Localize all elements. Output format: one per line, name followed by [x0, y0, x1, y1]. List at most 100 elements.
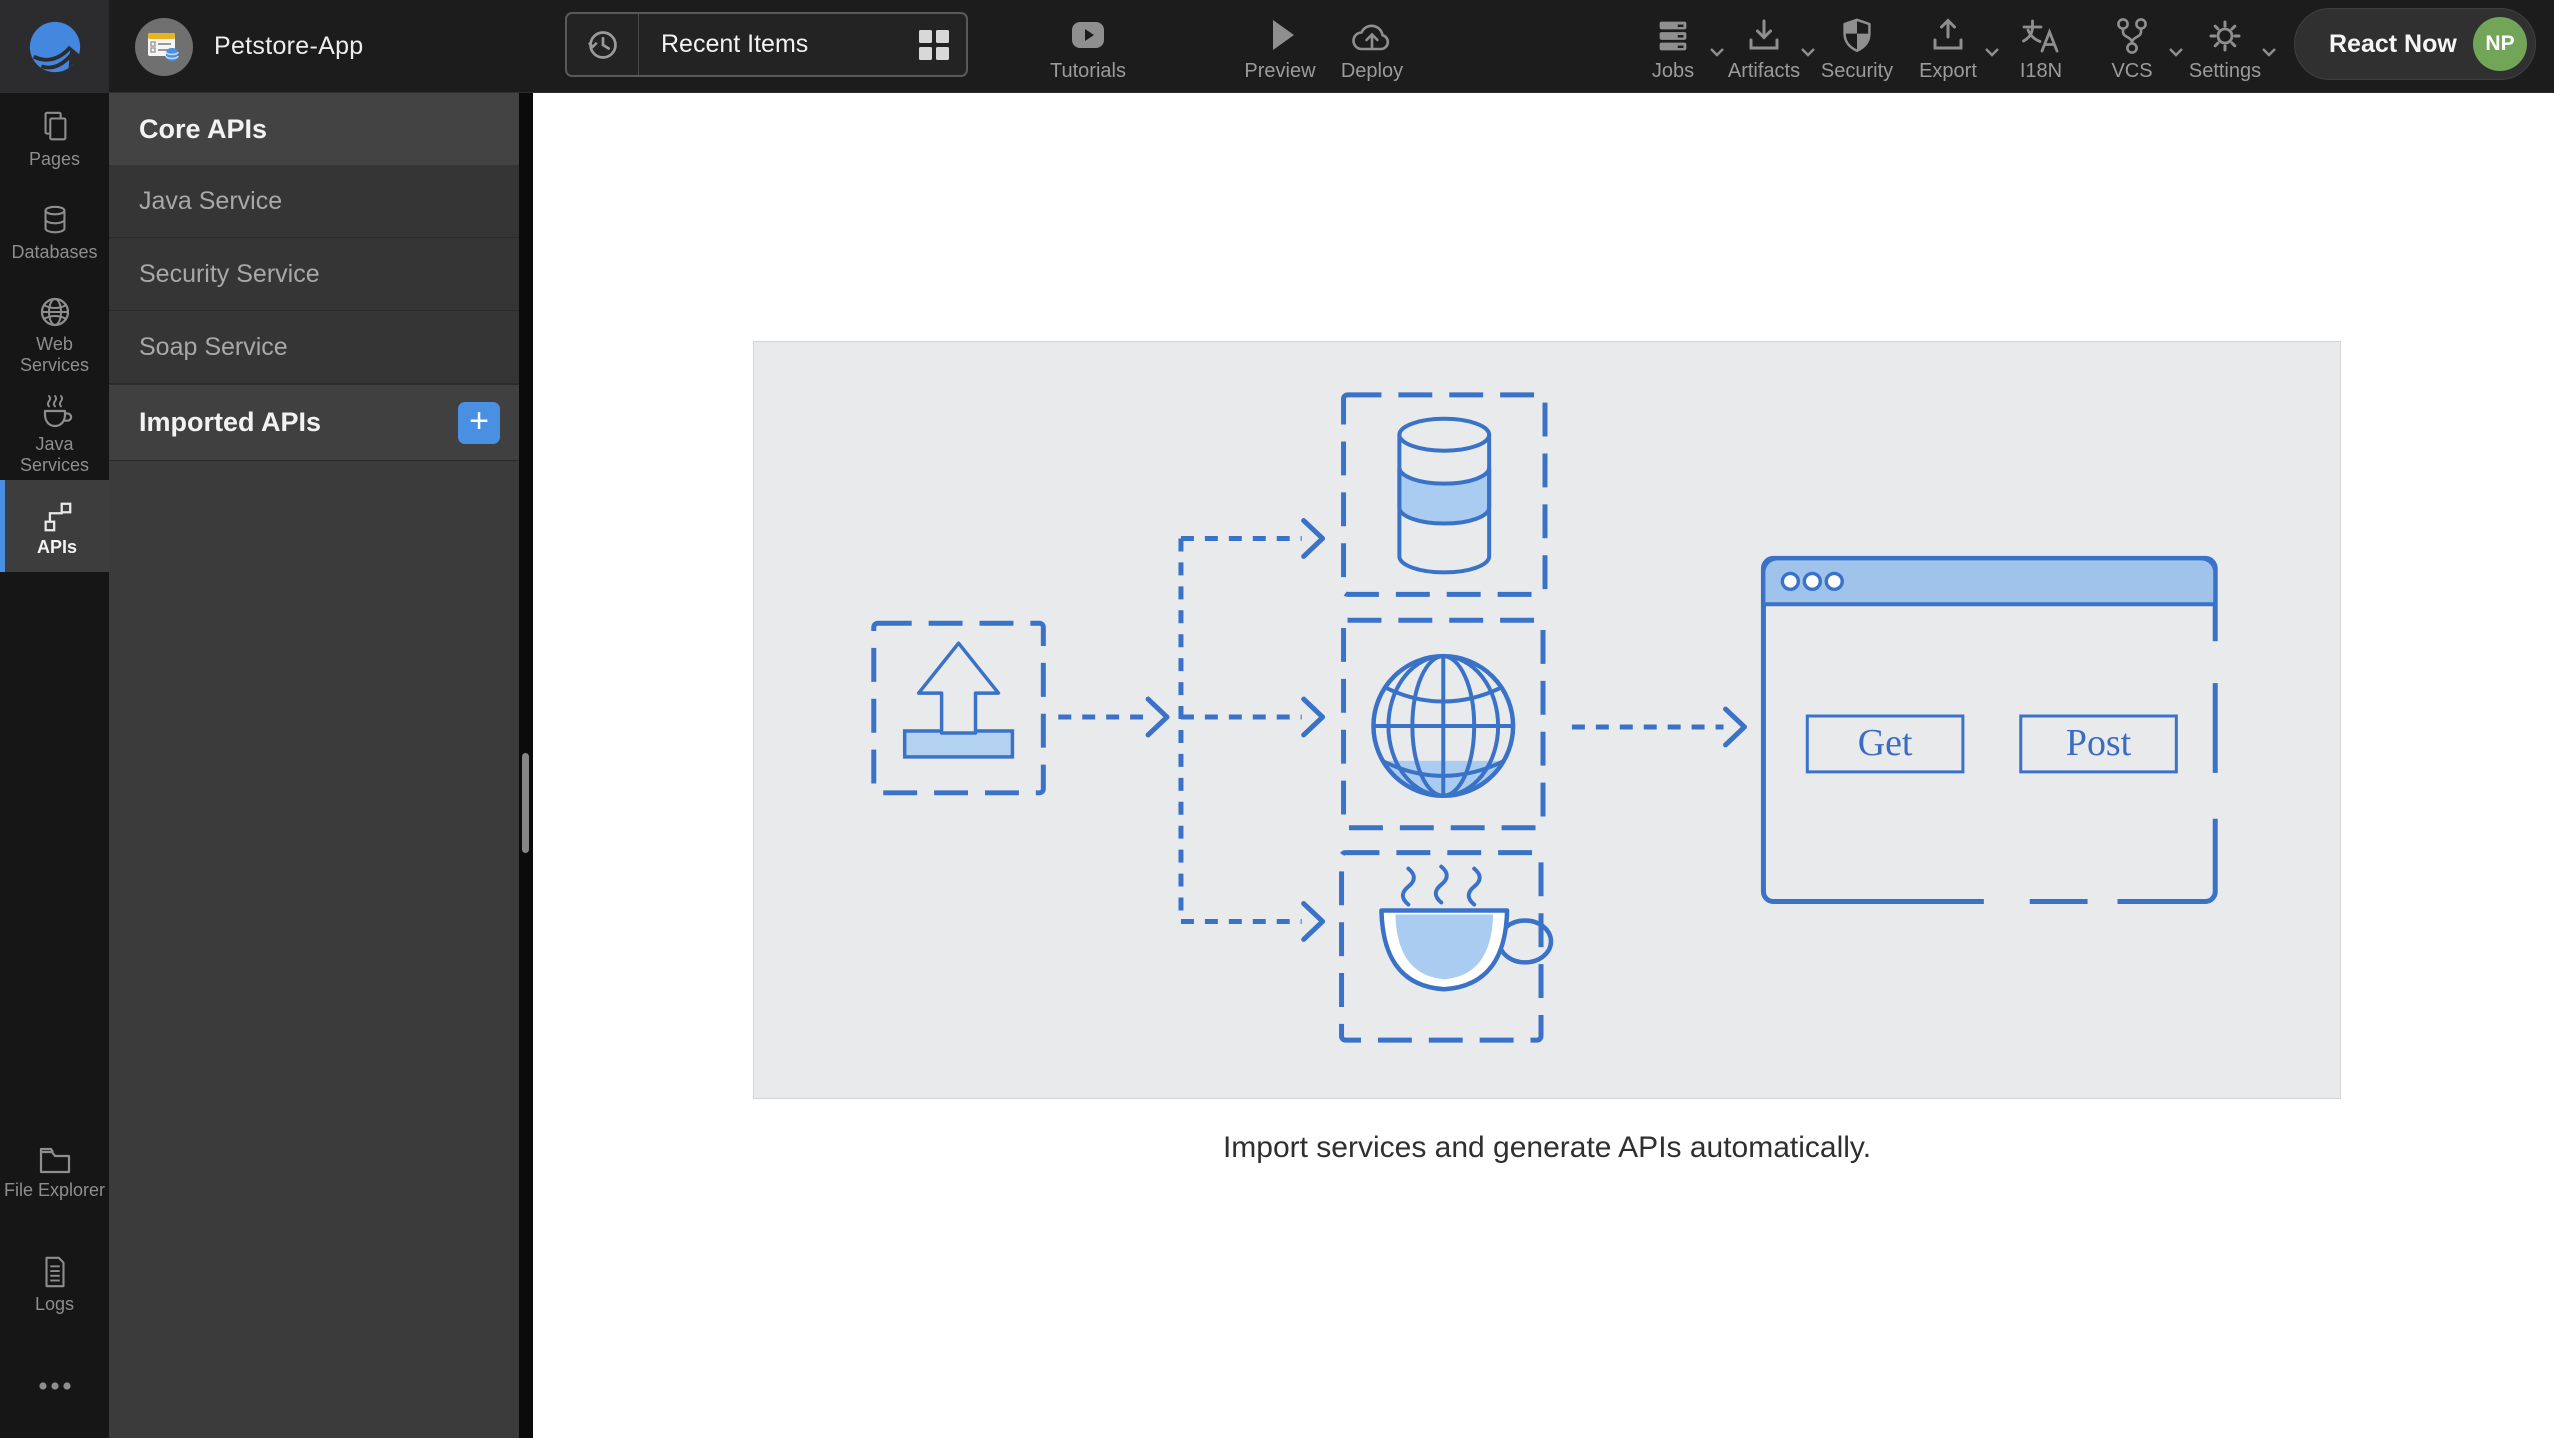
core-apis-title: Core APIs	[139, 113, 268, 144]
scrollbar-thumb[interactable]	[522, 753, 529, 853]
sidebar-item-label: Logs	[34, 1294, 75, 1314]
tutorials-label: Tutorials	[1050, 60, 1126, 82]
list-item-java-service[interactable]: Java Service	[109, 165, 519, 238]
tutorials-button[interactable]: Tutorials	[1045, 10, 1131, 83]
window-dot-icon	[1780, 571, 1801, 592]
security-button[interactable]: Security	[1814, 10, 1900, 83]
sidebar-more-button[interactable]	[0, 1378, 109, 1418]
export-chevron-down-icon	[1985, 44, 1999, 62]
recent-items-label: Recent Items	[661, 30, 809, 58]
main-content: Get Post Import services and generate AP…	[533, 93, 2554, 1438]
jobs-label: Jobs	[1651, 60, 1695, 82]
deploy-cloud-icon	[1329, 10, 1415, 56]
logs-document-icon	[44, 1256, 65, 1288]
sidebar-item-label: Java Services	[19, 434, 90, 476]
sidebar-item-web-services[interactable]: Web Services	[0, 293, 109, 389]
security-shield-icon	[1814, 10, 1900, 56]
artifacts-label: Artifacts	[1727, 60, 1801, 82]
api-import-diagram: Get Post	[753, 341, 2341, 1099]
web-globe-icon	[1371, 653, 1516, 799]
artifacts-button[interactable]: Artifacts	[1721, 10, 1815, 83]
recent-items-dropdown[interactable]: Recent Items	[565, 12, 968, 77]
jobs-icon	[1630, 10, 1716, 56]
preview-label: Preview	[1244, 60, 1316, 82]
preview-button[interactable]: Preview	[1237, 10, 1323, 83]
list-item-soap-service[interactable]: Soap Service	[109, 311, 519, 384]
database-icon	[1397, 416, 1492, 575]
sidebar-item-java-services[interactable]: Java Services	[0, 393, 109, 489]
browser-titlebar	[1761, 556, 2218, 607]
apis-panel: Core APIs Java Service Security Service …	[109, 93, 519, 1438]
i18n-label: I18N	[2019, 60, 2063, 82]
imported-apis-title: Imported APIs	[139, 407, 322, 437]
list-item-label: Security Service	[139, 259, 320, 288]
settings-chevron-down-icon	[2262, 44, 2276, 62]
settings-label: Settings	[2188, 60, 2262, 82]
globe-icon	[40, 297, 69, 327]
artifacts-download-icon	[1721, 10, 1807, 56]
diagram-illustration: Get Post	[871, 392, 2221, 1043]
folder-icon	[39, 1147, 70, 1174]
settings-gear-icon	[2182, 10, 2268, 56]
export-icon	[1905, 10, 1991, 56]
jobs-chevron-down-icon	[1710, 44, 1724, 62]
vcs-label: VCS	[2111, 60, 2153, 82]
pages-icon	[44, 111, 66, 141]
sidebar-item-logs[interactable]: Logs	[0, 1253, 109, 1335]
sidebar-item-pages[interactable]: Pages	[0, 108, 109, 188]
export-label: Export	[1919, 60, 1977, 82]
java-box	[1339, 850, 1544, 1043]
browser-window: Get Post	[1760, 555, 2221, 907]
panel-scrollbar[interactable]	[519, 93, 533, 1438]
react-now-button[interactable]: React Now NP	[2294, 8, 2536, 80]
database-box	[1341, 392, 1548, 597]
wavemaker-logo[interactable]	[0, 0, 109, 93]
sidebar-item-label: Pages	[28, 149, 81, 169]
sidebar-item-file-explorer[interactable]: File Explorer	[0, 1143, 109, 1239]
sidebar-item-apis[interactable]: APIs	[0, 480, 109, 572]
wave-logo-icon	[29, 21, 82, 72]
list-item-label: Soap Service	[139, 332, 288, 361]
vcs-chevron-down-icon	[2169, 44, 2183, 62]
vcs-button[interactable]: VCS	[2089, 10, 2183, 83]
avatar[interactable]: NP	[2473, 17, 2527, 71]
react-now-label: React Now	[2329, 29, 2457, 58]
artifacts-chevron-down-icon	[1801, 44, 1815, 62]
window-dot-icon	[1802, 571, 1822, 592]
settings-button[interactable]: Settings	[2182, 10, 2276, 83]
i18n-button[interactable]: I18N	[1998, 10, 2084, 83]
java-cup-icon	[1379, 864, 1554, 992]
core-apis-header: Core APIs	[109, 93, 519, 165]
list-item-security-service[interactable]: Security Service	[109, 238, 519, 311]
history-icon	[567, 14, 639, 75]
jobs-button[interactable]: Jobs	[1630, 10, 1724, 83]
sidebar-item-label: APIs	[36, 537, 78, 557]
upload-box	[871, 620, 1046, 796]
post-button[interactable]	[2019, 714, 2178, 774]
get-button[interactable]	[1805, 714, 1965, 774]
post-button-label: Post	[2066, 722, 2132, 764]
i18n-translate-icon	[1998, 10, 2084, 56]
add-imported-api-button[interactable]: +	[458, 402, 500, 444]
sidebar-item-label: Web Services	[19, 334, 90, 376]
diagram-caption: Import services and generate APIs automa…	[1222, 1131, 1872, 1164]
connector-arrows	[1058, 518, 1747, 942]
preview-icon	[1237, 10, 1323, 56]
sidebar-item-label: Databases	[11, 242, 98, 262]
app-chip[interactable]: Petstore-App	[134, 15, 364, 78]
left-sidebar: Pages Databases Web Services Java Servic…	[0, 93, 109, 1438]
vcs-branch-icon	[2089, 10, 2175, 56]
sidebar-item-label: File Explorer	[3, 1180, 106, 1200]
deploy-button[interactable]: Deploy	[1329, 10, 1415, 83]
coffee-cup-icon	[43, 395, 72, 428]
grid-view-icon[interactable]	[918, 29, 950, 61]
top-bar: Petstore-App Recent Items	[0, 0, 2554, 93]
sidebar-item-databases[interactable]: Databases	[0, 201, 109, 281]
petstore-app-icon	[135, 17, 193, 76]
upload-icon	[902, 641, 1015, 759]
imported-apis-header: Imported APIs +	[109, 384, 519, 461]
ellipsis-icon	[38, 1382, 71, 1390]
export-button[interactable]: Export	[1905, 10, 1999, 83]
get-button-label: Get	[1858, 722, 1913, 764]
tutorials-icon	[1045, 10, 1131, 56]
